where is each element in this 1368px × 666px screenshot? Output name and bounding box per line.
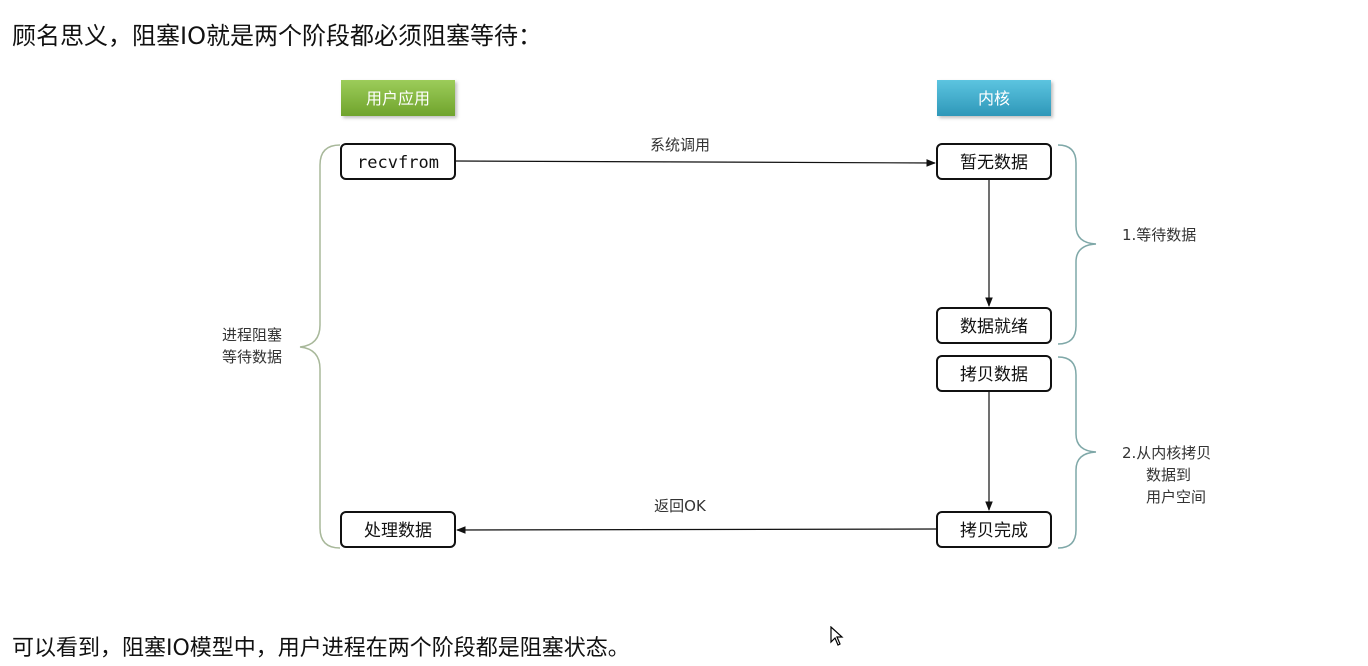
left-brace-label-line2: 等待数据 (222, 348, 282, 366)
phase2-brace: 2.从内核拷贝 数据到 用户空间 (1057, 356, 1211, 549)
copy-data-box: 拷贝数据 (936, 355, 1052, 392)
copy-data-label: 拷贝数据 (960, 365, 1028, 385)
no-data-box: 暂无数据 (936, 143, 1052, 180)
kernel-header: 内核 (937, 80, 1051, 116)
system-call-label: 系统调用 (650, 136, 710, 154)
user-app-header: 用户应用 (341, 80, 455, 116)
data-ready-label: 数据就绪 (960, 317, 1028, 337)
phase1-label: 1.等待数据 (1122, 226, 1196, 244)
recvfrom-box: recvfrom (340, 143, 456, 180)
mouse-pointer-icon (830, 626, 844, 646)
phase2-label-line2: 数据到 (1146, 466, 1191, 484)
user-app-header-label: 用户应用 (366, 89, 430, 108)
kernel-header-label: 内核 (978, 89, 1010, 108)
process-data-label: 处理数据 (364, 521, 432, 541)
return-ok-arrow: 返回OK (456, 497, 938, 534)
system-call-arrow: 系统调用 (454, 136, 936, 167)
phase2-label-line1: 2.从内核拷贝 (1122, 444, 1211, 462)
phase2-label-line3: 用户空间 (1146, 488, 1206, 506)
conclusion-text: 可以看到，阻塞IO模型中，用户进程在两个阶段都是阻塞状态。 (12, 636, 630, 661)
intro-text: 顾名思义，阻塞IO就是两个阶段都必须阻塞等待： (12, 22, 542, 50)
process-data-box: 处理数据 (340, 511, 456, 548)
phase1-brace: 1.等待数据 (1057, 144, 1196, 345)
return-ok-label: 返回OK (654, 497, 707, 515)
left-blocking-brace: 进程阻塞 等待数据 (222, 144, 341, 549)
left-brace-label-line1: 进程阻塞 (222, 326, 282, 344)
copy-done-label: 拷贝完成 (960, 521, 1028, 541)
no-data-label: 暂无数据 (960, 153, 1028, 173)
copy-done-box: 拷贝完成 (936, 511, 1052, 548)
data-ready-box: 数据就绪 (936, 307, 1052, 344)
recvfrom-label: recvfrom (357, 153, 439, 173)
